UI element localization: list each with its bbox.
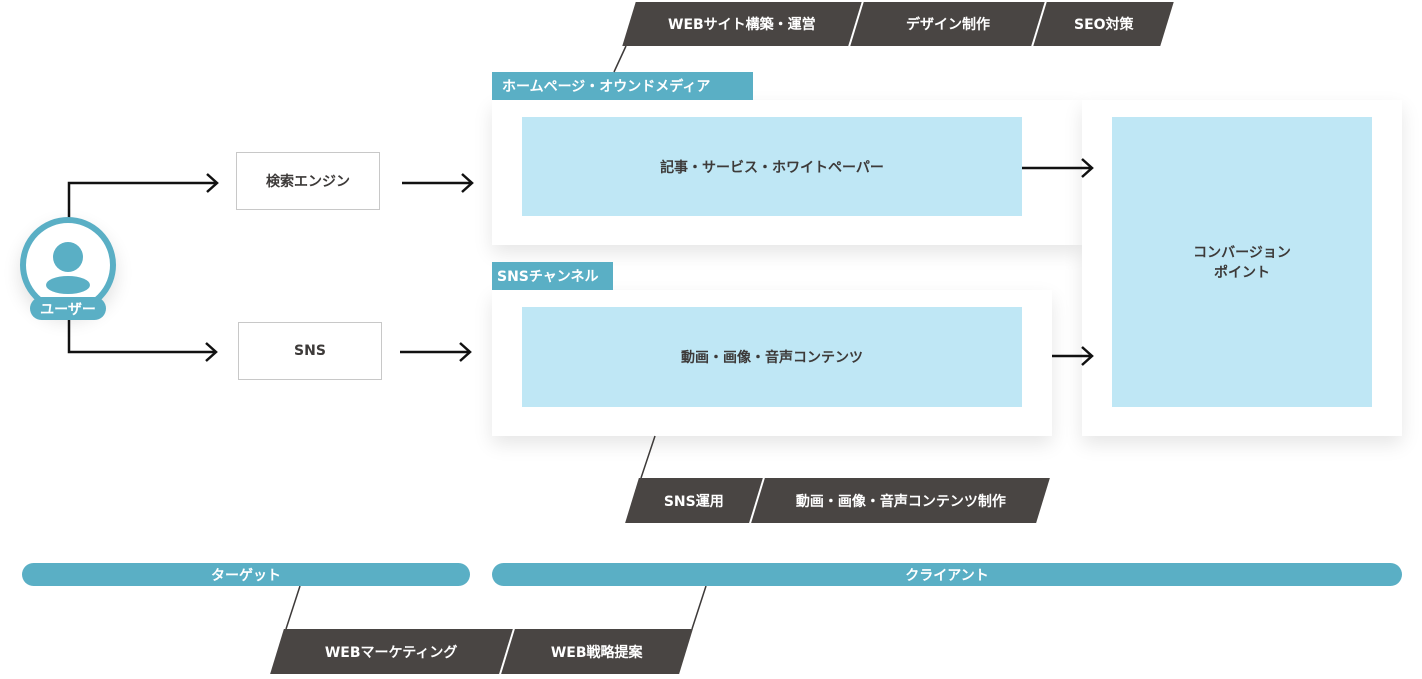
sns-services-banner: SNS運用 動画・画像・音声コンテンツ制作 [625,478,1050,523]
strategy-services-banner: WEBマーケティング WEB戦略提案 [270,629,693,674]
conversion-line2: ポイント [1214,265,1270,281]
service-web-strategy: WEB戦略提案 [499,629,693,674]
user-icon [46,242,90,294]
sns-content-box: 動画・画像・音声コンテンツ [522,307,1022,407]
conversion-point-box: コンバージョン ポイント [1112,117,1372,407]
sns-box: SNS [238,322,382,380]
search-engine-box: 検索エンジン [236,152,380,210]
homepage-content-box: 記事・サービス・ホワイトペーパー [522,117,1022,216]
target-bar: ターゲット [22,563,470,586]
arrow-icon [402,173,474,193]
arrow-icon [205,342,218,362]
user-to-search-line [67,181,217,220]
arrow-icon [1022,158,1094,178]
user-label: ユーザー [30,297,106,320]
arrow-icon [400,342,472,362]
service-seo: SEO対策 [1031,2,1174,46]
homepage-services-banner: WEBサイト構築・運営 デザイン制作 SEO対策 [622,2,1174,46]
service-sns-operation: SNS運用 [625,478,763,523]
arrow-icon [206,173,219,193]
service-design: デザイン制作 [848,2,1045,46]
service-web-site: WEBサイト構築・運営 [622,2,862,46]
homepage-label: ホームページ・オウンドメディア [492,72,753,100]
arrow-icon [1052,346,1094,366]
service-web-marketing: WEBマーケティング [270,629,513,674]
conversion-line1: コンバージョン [1193,245,1291,261]
client-bar: クライアント [492,563,1402,586]
service-content-production: 動画・画像・音声コンテンツ制作 [749,478,1050,523]
sns-channel-label: SNSチャンネル [492,262,613,290]
user-to-sns-line [67,318,216,354]
